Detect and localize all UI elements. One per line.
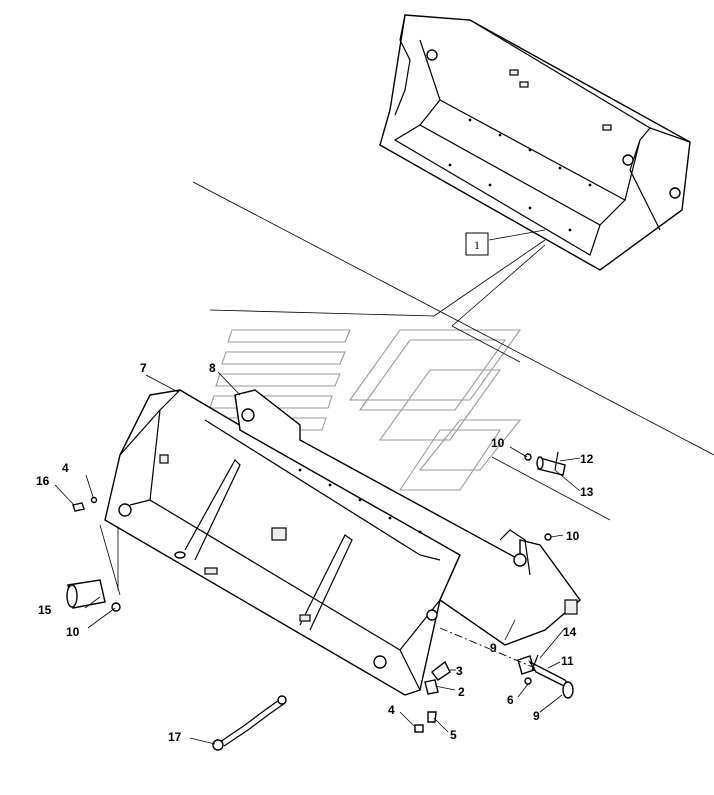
callout-10: 10 bbox=[566, 529, 580, 543]
callout-8: 8 bbox=[209, 361, 216, 375]
callout-5: 5 bbox=[450, 728, 457, 742]
callout-13: 13 bbox=[580, 485, 594, 499]
callout-14: 14 bbox=[563, 625, 577, 639]
callout-4: 4 bbox=[388, 703, 395, 717]
callout-9: 9 bbox=[490, 641, 497, 655]
upper-bucket-assembly bbox=[379, 14, 691, 271]
callout-11: 11 bbox=[561, 654, 574, 668]
callout-10: 10 bbox=[66, 625, 80, 639]
reference-lines bbox=[99, 181, 714, 596]
callout-4: 4 bbox=[62, 461, 69, 475]
small-parts bbox=[66, 451, 574, 751]
callout-12: 12 bbox=[580, 452, 594, 466]
callout-2: 2 bbox=[458, 685, 465, 699]
callout-1-box: 1 bbox=[465, 232, 489, 256]
callout-9: 9 bbox=[533, 709, 540, 723]
callout-1: 1 bbox=[474, 238, 480, 252]
callout-10: 10 bbox=[491, 436, 505, 450]
callout-15: 15 bbox=[38, 603, 52, 617]
callout-labels: 7 8 4 16 15 10 10 12 13 10 14 9 11 3 2 6… bbox=[36, 361, 594, 744]
callout-16: 16 bbox=[36, 474, 50, 488]
callout-3: 3 bbox=[456, 664, 463, 678]
callout-6: 6 bbox=[507, 693, 514, 707]
leader-lines bbox=[54, 229, 581, 745]
callout-17: 17 bbox=[168, 730, 182, 744]
rear-plate bbox=[234, 389, 581, 646]
watermark-logo bbox=[203, 329, 522, 491]
callout-7: 7 bbox=[140, 361, 147, 375]
